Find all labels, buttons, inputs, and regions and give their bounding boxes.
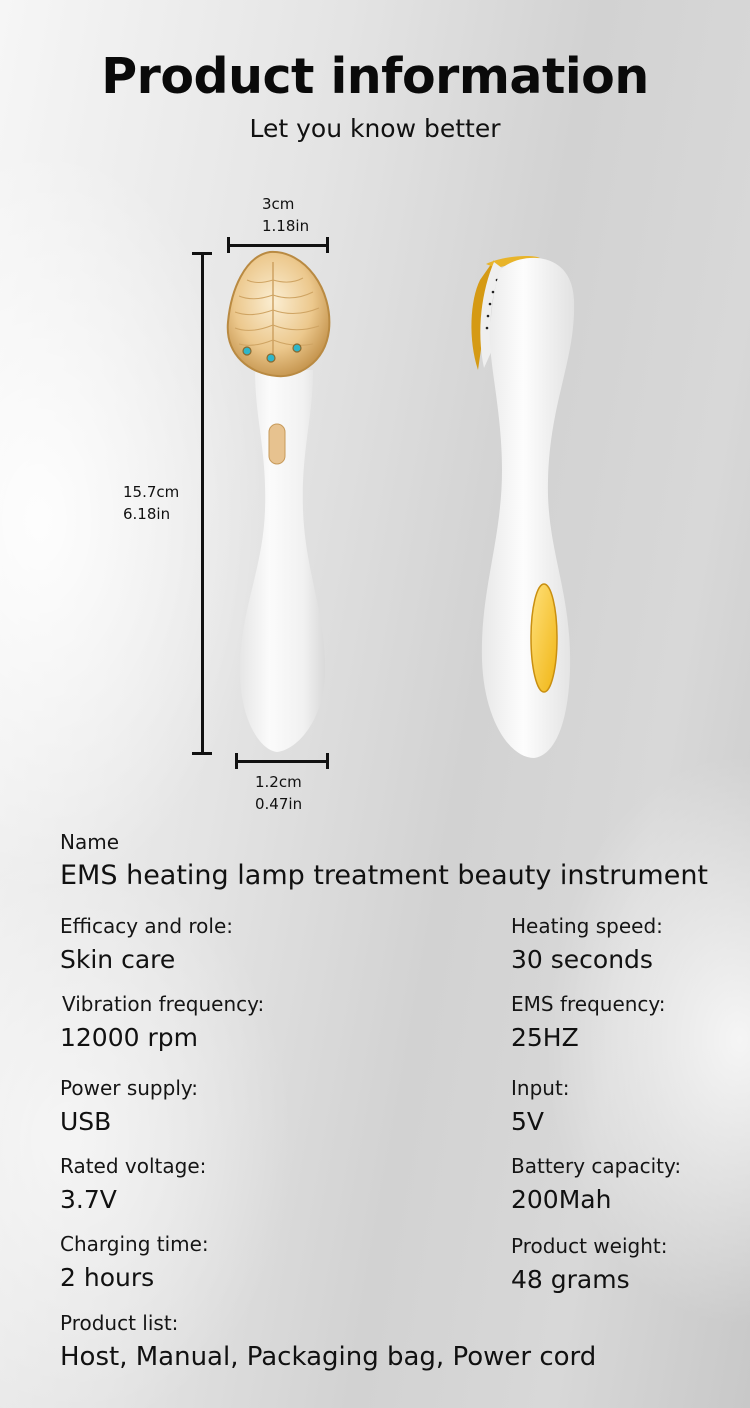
dimension-height-in: 6.18in: [123, 505, 171, 523]
spec-input-label: Input:: [511, 1076, 570, 1100]
spec-product-list-label: Product list:: [60, 1311, 179, 1335]
spec-charging-time-label: Charging time:: [60, 1232, 209, 1256]
spec-vibration-label: Vibration frequency:: [62, 992, 265, 1016]
spec-battery-label: Battery capacity:: [511, 1154, 682, 1178]
dimension-tick: [192, 252, 212, 255]
product-front-view-image: [226, 250, 331, 752]
dimension-tick: [326, 753, 329, 769]
spec-rated-voltage-value: 3.7V: [60, 1185, 117, 1214]
spec-vibration-value: 12000 rpm: [60, 1023, 198, 1052]
spec-weight-label: Product weight:: [511, 1234, 668, 1258]
dimension-height: 15.7cm 6.18in: [123, 481, 179, 525]
spec-weight-value: 48 grams: [511, 1265, 630, 1294]
dimension-top-in: 1.18in: [262, 217, 310, 235]
dimension-tick: [235, 753, 238, 769]
dimension-top-width: 3cm 1.18in: [262, 193, 309, 237]
spec-battery-value: 200Mah: [511, 1185, 612, 1214]
dimension-tick: [227, 237, 230, 253]
dimension-top-cm: 3cm: [262, 195, 295, 213]
page-subtitle: Let you know better: [249, 114, 501, 143]
spec-rated-voltage-label: Rated voltage:: [60, 1154, 207, 1178]
product-side-view-image: [471, 256, 575, 758]
spec-name-label: Name: [60, 830, 120, 854]
spec-charging-time-value: 2 hours: [60, 1263, 155, 1292]
spec-ems-frequency-label: EMS frequency:: [511, 992, 666, 1016]
dimension-tick: [326, 237, 329, 253]
spec-power-supply-label: Power supply:: [60, 1076, 198, 1100]
dimension-tick: [192, 752, 212, 755]
spec-name-value: EMS heating lamp treatment beauty instru…: [60, 860, 709, 891]
dimension-bottom-width: 1.2cm 0.47in: [255, 771, 302, 815]
spec-heating-speed-value: 30 seconds: [511, 945, 653, 974]
dimension-height-cm: 15.7cm: [123, 483, 180, 501]
spec-product-list-value: Host, Manual, Packaging bag, Power cord: [60, 1342, 597, 1372]
spec-heating-speed-label: Heating speed:: [511, 914, 663, 938]
spec-efficacy-label: Efficacy and role:: [60, 914, 234, 938]
spec-efficacy-value: Skin care: [60, 945, 176, 974]
spec-ems-frequency-value: 25HZ: [511, 1023, 579, 1052]
dimension-line-bottom: [236, 760, 329, 763]
dimension-line-top: [227, 244, 328, 247]
dimension-line-height: [201, 253, 204, 753]
dimension-bottom-in: 0.47in: [255, 795, 303, 813]
dimension-bottom-cm: 1.2cm: [255, 773, 302, 791]
spec-input-value: 5V: [511, 1107, 545, 1136]
page-title: Product information: [101, 48, 649, 105]
spec-power-supply-value: USB: [60, 1107, 112, 1136]
